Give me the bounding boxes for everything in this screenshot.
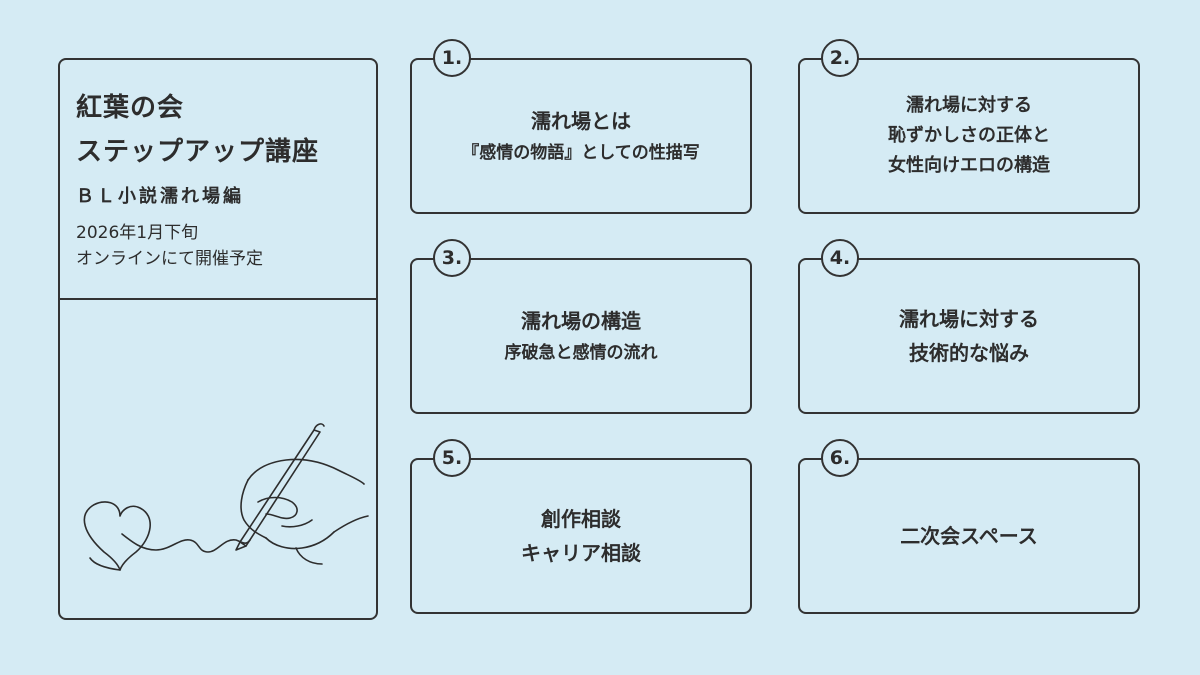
agenda-line: 技術的な悩み bbox=[909, 341, 1029, 365]
schedule-info: 2026年1月下旬 オンラインにて開催予定 bbox=[76, 220, 376, 272]
course-info-panel: 紅葉の会 ステップアップ講座 ＢＬ小説濡れ場編 2026年1月下旬 オンラインに… bbox=[58, 58, 378, 620]
agenda-number-badge: 1. bbox=[433, 39, 471, 77]
course-subtitle: ＢＬ小説濡れ場編 bbox=[76, 186, 244, 207]
course-title-line-1: 紅葉の会 bbox=[76, 93, 185, 123]
agenda-number-badge: 6. bbox=[821, 439, 859, 477]
agenda-title: 濡れ場の構造 bbox=[521, 309, 641, 333]
agenda-line: 女性向けエロの構造 bbox=[888, 155, 1050, 176]
agenda-card-2: 2. 濡れ場に対する 恥ずかしさの正体と 女性向けエロの構造 bbox=[798, 39, 1140, 214]
agenda-card-6: 6. 二次会スペース bbox=[798, 439, 1140, 614]
schedule-venue: オンラインにて開催予定 bbox=[76, 249, 263, 269]
agenda-line: 恥ずかしさの正体と bbox=[888, 125, 1050, 146]
agenda-line: キャリア相談 bbox=[521, 541, 641, 565]
agenda-line: 濡れ場に対する bbox=[906, 95, 1032, 116]
agenda-number-badge: 4. bbox=[821, 239, 859, 277]
agenda-card-4: 4. 濡れ場に対する 技術的な悩み bbox=[798, 239, 1140, 414]
course-info-header: 紅葉の会 ステップアップ講座 ＢＬ小説濡れ場編 2026年1月下旬 オンラインに… bbox=[60, 60, 376, 300]
course-title-line-2: ステップアップ講座 bbox=[76, 137, 320, 167]
agenda-subtitle: 序破急と感情の流れ bbox=[504, 343, 658, 363]
agenda-line: 濡れ場に対する bbox=[899, 307, 1039, 331]
agenda-card-5: 5. 創作相談 キャリア相談 bbox=[410, 439, 752, 614]
agenda-line: 創作相談 bbox=[541, 507, 621, 531]
agenda-card-3: 3. 濡れ場の構造 序破急と感情の流れ bbox=[410, 239, 752, 414]
schedule-date: 2026年1月下旬 bbox=[76, 223, 199, 243]
agenda-card-1: 1. 濡れ場とは 『感情の物語』としての性描写 bbox=[410, 39, 752, 214]
agenda-subtitle: 『感情の物語』としての性描写 bbox=[462, 143, 700, 163]
agenda-number-badge: 5. bbox=[433, 439, 471, 477]
agenda-title: 濡れ場とは bbox=[531, 109, 631, 133]
agenda-number-badge: 3. bbox=[433, 239, 471, 277]
agenda-line: 二次会スペース bbox=[900, 524, 1038, 548]
agenda-number-badge: 2. bbox=[821, 39, 859, 77]
hand-writing-heart-icon bbox=[83, 423, 369, 571]
